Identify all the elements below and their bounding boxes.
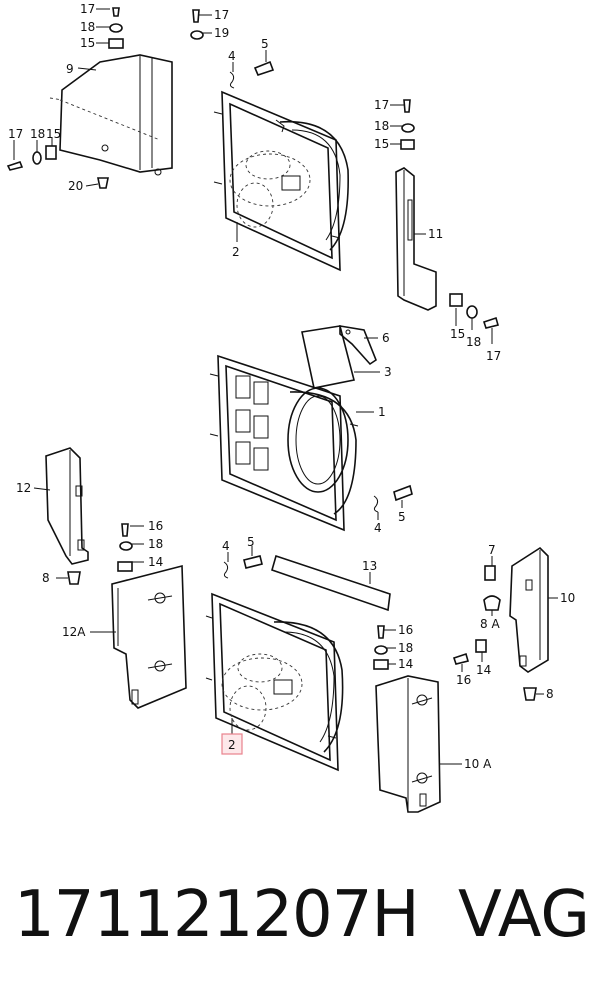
air-duct-panel: [49, 54, 173, 176]
callout-14: 14: [148, 555, 163, 569]
bolt-5: [253, 60, 275, 76]
callout-18: 18: [80, 20, 95, 34]
callout-16: 16: [148, 519, 163, 533]
callout-17: 17: [486, 349, 501, 363]
callout-8: 8: [42, 571, 50, 585]
callout-15: 15: [374, 137, 389, 151]
callout-18: 18: [374, 119, 389, 133]
callout-13: 13: [362, 559, 377, 573]
callout-2-highlighted: 2: [228, 738, 236, 752]
clip-8: [67, 571, 81, 585]
callout-8: 8: [546, 687, 554, 701]
callout-15: 15: [450, 327, 465, 341]
side-panel-12: [45, 447, 89, 565]
side-panel-12A: [111, 564, 187, 709]
bracket-6: [339, 325, 377, 366]
screw-16: [452, 652, 469, 665]
callout-1: 1: [378, 405, 386, 419]
callout-17: 17: [214, 8, 229, 22]
callout-8A: 8 A: [480, 617, 500, 631]
callout-20: 20: [68, 179, 83, 193]
callout-10A: 10 A: [464, 757, 492, 771]
hardware-17-19: [190, 9, 212, 40]
callout-15: 15: [46, 127, 61, 141]
callout-4: 4: [228, 49, 236, 63]
seal-strip-13: [271, 554, 391, 612]
callout-9: 9: [66, 62, 74, 76]
clip-20: [97, 177, 109, 189]
callout-16: 16: [398, 623, 413, 637]
callout-18: 18: [398, 641, 413, 655]
bolt-5: [393, 484, 413, 502]
callout-4: 4: [374, 521, 382, 535]
hardware-stack-right-bottom: [449, 293, 499, 344]
fan-shroud-main: [209, 354, 359, 532]
callout-4: 4: [222, 539, 230, 553]
clip-4: [229, 71, 235, 89]
clip-4: [373, 495, 379, 513]
fan-shroud-top: [213, 90, 349, 272]
side-panel-10A: [375, 675, 441, 813]
hardware-stack-top: [96, 7, 124, 49]
side-bracket-11: [395, 167, 437, 311]
callout-11: 11: [428, 227, 443, 241]
clip-8A: [483, 595, 501, 611]
hardware-stack-left-lower: [117, 523, 144, 572]
callout-18: 18: [466, 335, 481, 349]
part-number: 171121207H: [14, 878, 420, 952]
clip-8: [523, 687, 537, 701]
brand-name: VAG: [458, 878, 590, 952]
hardware-stack-right-top: [390, 99, 415, 150]
fan-shroud-lower: [205, 592, 344, 772]
seal-plate-3: [301, 325, 355, 389]
callout-5: 5: [247, 535, 255, 549]
exploded-parts-diagram: 17 18 15 17 19 9 17 18 15 20 4 5: [6, 2, 575, 813]
callout-3: 3: [384, 365, 392, 379]
callout-10: 10: [560, 591, 575, 605]
callout-12: 12: [16, 481, 31, 495]
callout-17: 17: [374, 98, 389, 112]
callout-18: 18: [148, 537, 163, 551]
callout-12A: 12A: [62, 625, 86, 639]
part-footer: 171121207H VAG: [0, 878, 600, 988]
callout-17: 17: [8, 127, 23, 141]
highlighted-part-2-box: [221, 733, 243, 755]
callout-14: 14: [398, 657, 413, 671]
bolt-5: [243, 555, 263, 569]
callout-16: 16: [456, 673, 471, 687]
callout-6: 6: [382, 331, 390, 345]
callout-15: 15: [80, 36, 95, 50]
clip-7: [484, 565, 496, 581]
callout-17: 17: [80, 2, 95, 16]
hardware-stack-right-lower: [373, 625, 396, 670]
clip-14: [475, 639, 487, 653]
callout-5: 5: [398, 510, 406, 524]
callout-19: 19: [214, 26, 229, 40]
callout-5: 5: [261, 37, 269, 51]
hardware-stack-left: [6, 138, 57, 171]
callout-14: 14: [476, 663, 491, 677]
callout-2: 2: [232, 245, 240, 259]
callout-18: 18: [30, 127, 45, 141]
side-panel-10: [509, 546, 549, 673]
callout-7: 7: [488, 543, 496, 557]
clip-4: [223, 561, 229, 579]
